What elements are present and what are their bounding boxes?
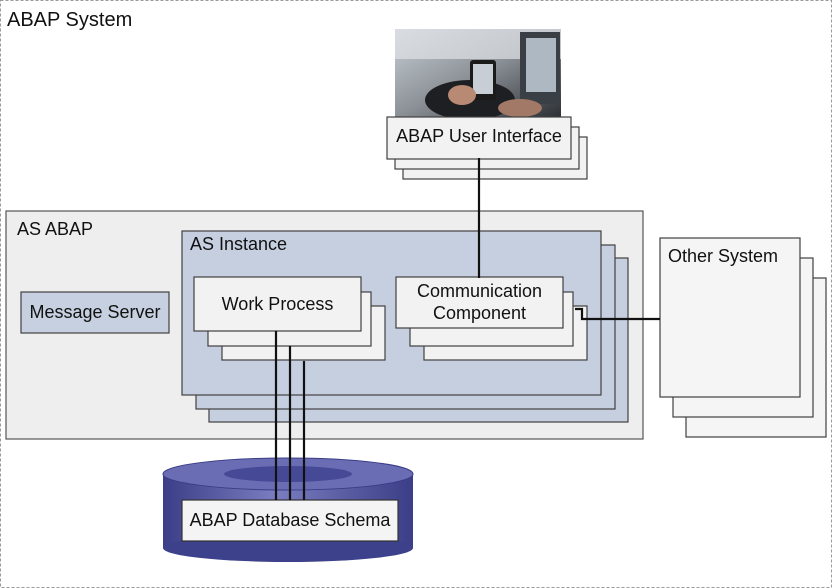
work-process-stack	[193, 276, 386, 361]
communication-label-line2: Component	[432, 303, 527, 323]
database-cylinder	[162, 457, 414, 562]
communication-label-line1: Communication	[416, 281, 543, 301]
communication-to-other-system-line	[575, 307, 660, 321]
user-interface-label: ABAP User Interface	[396, 126, 562, 146]
other-system-label: Other System	[668, 246, 779, 266]
as-instance-label: AS Instance	[190, 234, 288, 254]
other-system-stack	[659, 237, 827, 438]
user-device-photo	[395, 29, 561, 120]
user-interface-stack	[386, 116, 588, 180]
as-abap-label: AS ABAP	[17, 219, 94, 239]
connectors	[274, 158, 660, 500]
communication-component-stack	[395, 276, 588, 361]
database-schema-label: ABAP Database Schema	[189, 510, 391, 530]
system-title: ABAP System	[7, 9, 133, 31]
message-server-label: Message Server	[29, 302, 161, 322]
message-server-box	[20, 291, 170, 334]
work-process-label: Work Process	[221, 294, 334, 314]
